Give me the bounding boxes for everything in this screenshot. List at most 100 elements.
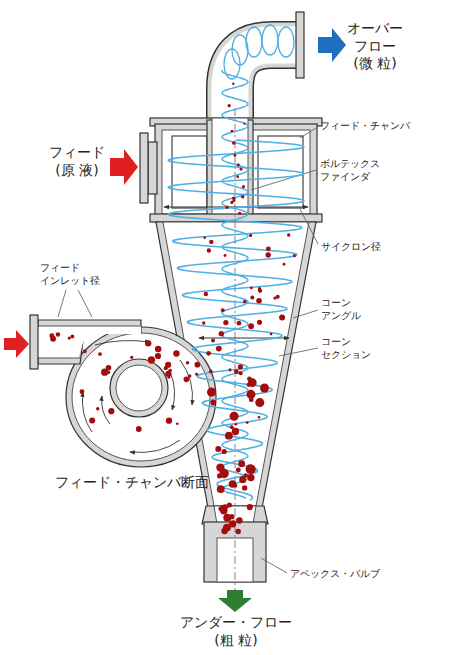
- particle: [130, 356, 133, 359]
- particle: [203, 236, 206, 239]
- particle: [236, 175, 239, 178]
- particle: [188, 374, 192, 378]
- particle: [70, 335, 74, 339]
- feed-chamber: [140, 118, 322, 230]
- particle: [243, 300, 247, 304]
- particle: [238, 364, 243, 369]
- leader-lines: [58, 128, 318, 573]
- particle: [89, 418, 95, 424]
- particle: [176, 422, 179, 425]
- particle: [96, 407, 100, 411]
- part-label: アンダー・フロー (粗 粒): [170, 614, 302, 649]
- feed-arrow: [110, 149, 138, 185]
- particle: [195, 373, 198, 376]
- particle: [221, 308, 225, 312]
- particle: [202, 321, 205, 324]
- particle: [225, 206, 228, 209]
- particle: [216, 346, 222, 352]
- particle: [155, 346, 162, 353]
- inner-vortex-flow: [222, 70, 248, 498]
- part-label: フィード (原 液): [46, 144, 108, 179]
- particle: [225, 432, 233, 440]
- particle: [206, 351, 211, 356]
- particle: [207, 248, 211, 252]
- particle: [249, 234, 252, 237]
- particle: [204, 292, 208, 296]
- particle: [236, 517, 242, 523]
- particle: [247, 504, 253, 510]
- particle: [107, 371, 110, 374]
- particle: [228, 368, 231, 371]
- particle: [240, 168, 243, 171]
- particle: [257, 320, 262, 325]
- inlet-arrow: [4, 330, 29, 358]
- particle: [224, 254, 227, 257]
- particle: [184, 377, 190, 383]
- particle: [250, 295, 254, 299]
- particle: [255, 398, 264, 407]
- part-label: コーン セクション: [321, 336, 379, 361]
- particle: [246, 464, 256, 474]
- particle: [229, 514, 234, 519]
- particle: [256, 298, 262, 304]
- particle: [266, 252, 271, 257]
- particle: [232, 199, 235, 202]
- part-label: フィード インレット径: [40, 262, 106, 287]
- overflow-elbow: [230, 12, 304, 131]
- particle: [287, 233, 290, 236]
- particle: [108, 408, 114, 414]
- particle: [219, 331, 224, 336]
- particle: [166, 418, 172, 424]
- particle: [223, 320, 228, 325]
- particle: [234, 484, 238, 488]
- particle: [293, 254, 296, 257]
- particle: [250, 286, 253, 289]
- particle: [247, 474, 254, 481]
- particle: [237, 163, 240, 166]
- part-label: フィード・チャンバ断面: [55, 474, 209, 492]
- particle: [68, 336, 71, 339]
- particle: [219, 469, 228, 478]
- particle: [238, 212, 241, 215]
- particle: [266, 246, 271, 251]
- particle: [195, 362, 201, 368]
- particle: [207, 388, 216, 397]
- vortex-flow: [168, 140, 304, 500]
- particle: [247, 390, 256, 399]
- part-label: コーン アングル: [321, 297, 373, 322]
- elbow-flow: [278, 27, 294, 57]
- particle: [228, 104, 231, 107]
- particle: [222, 449, 227, 454]
- particle: [217, 485, 225, 493]
- particle: [209, 240, 213, 244]
- particle: [236, 468, 241, 473]
- particle: [232, 428, 239, 435]
- particle: [230, 412, 239, 421]
- particle: [145, 340, 151, 346]
- particle: [235, 423, 238, 426]
- particle: [210, 400, 216, 406]
- particle: [283, 263, 286, 266]
- part-label: ボルテックス ファインダ: [320, 158, 392, 183]
- elbow-flow: [262, 25, 278, 55]
- particle: [238, 371, 242, 375]
- particle: [237, 321, 242, 326]
- feed-chamber-cross-section: [30, 315, 216, 467]
- part-label: アペックス・バルブ: [290, 568, 380, 581]
- particle: [235, 529, 241, 535]
- overflow-arrow: [318, 28, 346, 62]
- part-label: フィード・チャンバ: [320, 120, 410, 133]
- particle: [258, 287, 261, 290]
- particle: [260, 384, 269, 393]
- particle: [230, 425, 234, 429]
- particle: [165, 371, 171, 377]
- particle: [209, 370, 213, 374]
- particle: [227, 503, 232, 508]
- particle: [231, 130, 234, 133]
- particle: [234, 369, 239, 374]
- part-label: サイクロン径: [321, 241, 381, 254]
- particle: [244, 473, 248, 477]
- particle: [242, 185, 245, 188]
